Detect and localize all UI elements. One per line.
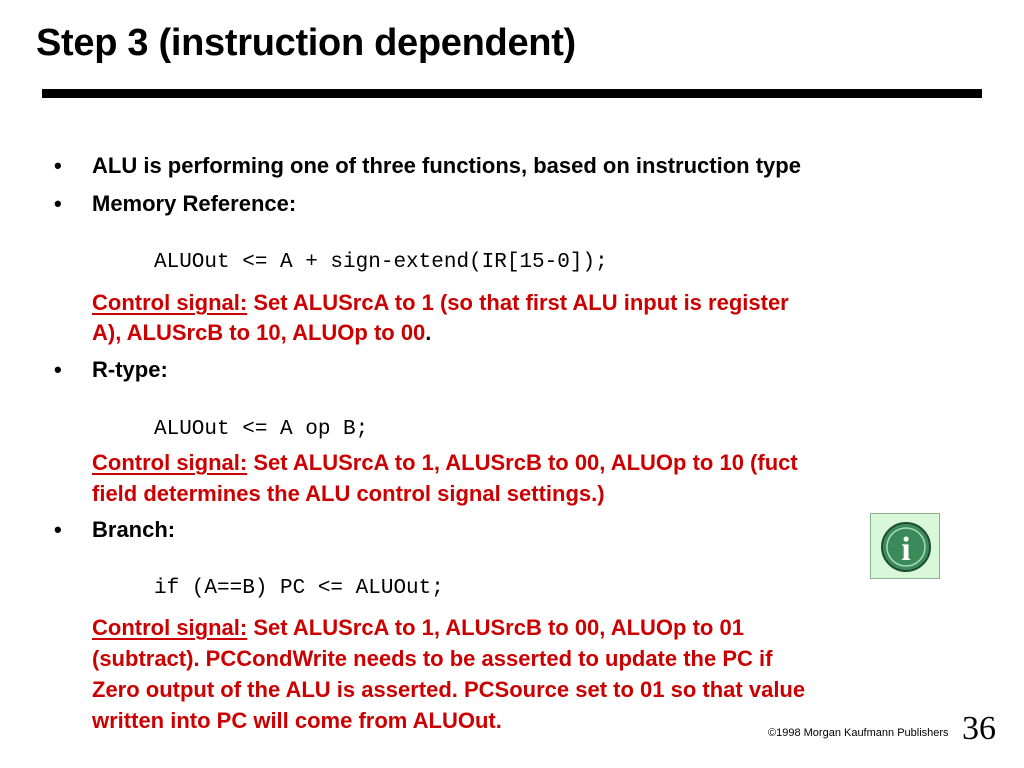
control-branch-line4: written into PC will come from ALUOut. — [92, 708, 502, 733]
control-branch-line2: (subtract). PCCondWrite needs to be asse… — [92, 646, 773, 671]
info-icon: i — [881, 522, 931, 572]
page-number: 36 — [962, 710, 996, 747]
title-divider — [42, 89, 982, 98]
bullet-memory-reference: Memory Reference: — [92, 191, 297, 216]
control-signal-label: Control signal: — [92, 615, 248, 640]
control-r-type-line2: field determines the ALU control signal … — [92, 481, 605, 506]
bullet-marker: • — [54, 191, 62, 216]
control-branch-line3: Zero output of the ALU is asserted. PCSo… — [92, 677, 806, 702]
control-r-type-line1: Control signal: Set ALUSrcA to 1, ALUSrc… — [92, 450, 798, 475]
control-branch-line1: Control signal: Set ALUSrcA to 1, ALUSrc… — [92, 615, 744, 640]
bullet-marker: • — [54, 153, 62, 178]
control-signal-label: Control signal: — [92, 450, 248, 475]
code-r-type: ALUOut <= A op B; — [154, 418, 369, 441]
control-signal-label: Control signal: — [92, 290, 248, 315]
bullet-branch: Branch: — [92, 517, 176, 542]
slide-title: Step 3 (instruction dependent) — [36, 22, 576, 64]
control-memory-line2: A), ALUSrcB to 10, ALUOp to 00. — [92, 320, 432, 345]
code-memory-reference: ALUOut <= A + sign-extend(IR[15-0]); — [154, 251, 608, 274]
bullet-marker: • — [54, 517, 62, 542]
code-branch: if (A==B) PC <= ALUOut; — [154, 577, 444, 600]
bullet-alu-functions: ALU is performing one of three functions… — [92, 153, 801, 178]
copyright-notice: ©1998 Morgan Kaufmann Publishers — [768, 727, 949, 739]
control-memory-line1: Control signal: Set ALUSrcA to 1 (so tha… — [92, 290, 789, 315]
bullet-marker: • — [54, 357, 62, 382]
info-glyph: i — [901, 531, 910, 568]
info-button[interactable]: i — [870, 513, 940, 579]
bullet-r-type: R-type: — [92, 357, 168, 382]
